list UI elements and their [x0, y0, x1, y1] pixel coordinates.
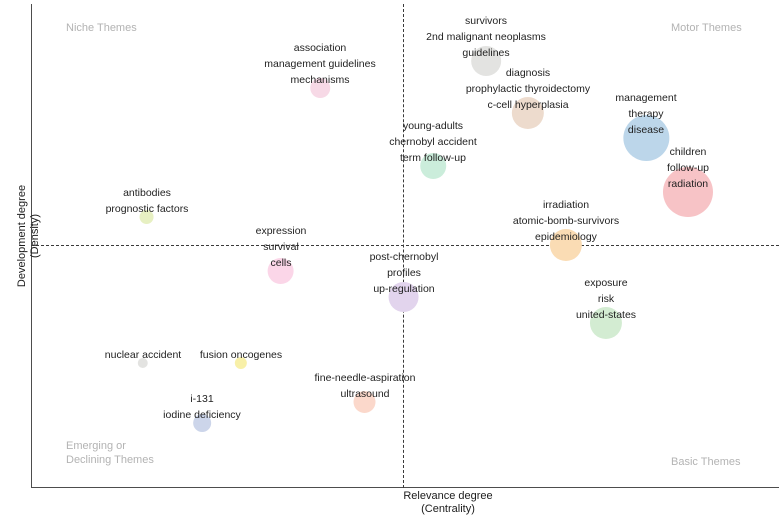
y-axis-title: Development degree (Density)	[16, 156, 42, 316]
cluster-word: profiles	[387, 267, 421, 279]
cluster-word: atomic-bomb-survivors	[512, 215, 620, 227]
cluster-word: nuclear accident	[104, 349, 182, 361]
x-axis-title-line2: (Centrality)	[421, 503, 475, 515]
cluster-labels-oncogenes: fusion oncogenes	[200, 347, 282, 363]
cluster-labels-children: children follow-up radiation	[667, 144, 709, 192]
cluster-word: united-states	[575, 309, 637, 321]
cluster-i-131[interactable]: i-131 iodine deficiency	[163, 393, 241, 439]
cluster-labels-i-131: i-131 iodine deficiency	[163, 391, 241, 423]
cluster-labels-fine-needle-aspiration: fine-needle-aspiration ultrasound	[315, 370, 416, 402]
cluster-word: association	[293, 42, 347, 54]
cluster-word: i-131	[190, 393, 214, 405]
y-axis-line	[31, 4, 32, 488]
cluster-labels-atomic-bomb-survivors: irradiation atomic-bomb-survivors epidemio…	[513, 197, 619, 245]
cluster-atomic-bomb-survivors[interactable]: irradiation atomic-bomb-survivors epidemio…	[513, 199, 619, 269]
cluster-labels-risk: exposure risk united-states	[576, 275, 636, 323]
cluster-labels-survival: expression survival cells	[256, 223, 307, 271]
cluster-nuclear-accident[interactable]: nuclear accident	[105, 349, 181, 371]
cluster-word: management	[615, 92, 677, 104]
y-axis-title-line2: (Density)	[29, 214, 41, 259]
cluster-word: guidelines	[462, 47, 510, 59]
x-axis-title: Relevance degree (Centrality)	[353, 490, 543, 516]
cluster-fine-needle-aspiration[interactable]: fine-needle-aspiration ultrasound	[315, 372, 415, 418]
y-axis-title-line1: Development degree	[16, 184, 28, 288]
cluster-word: diagnosis	[505, 67, 551, 79]
cluster-survivors[interactable]: survivors 2nd malignant neoplasms guidelin…	[426, 15, 546, 85]
cluster-labels-survivors: survivors 2nd malignant neoplasms guidelin…	[426, 13, 546, 61]
cluster-word: children	[669, 146, 707, 158]
cluster-word: radiation	[667, 178, 709, 190]
cluster-bubble-fine-needle-aspiration[interactable]	[353, 391, 376, 413]
cluster-association[interactable]: association management guidelines mechanis…	[264, 42, 376, 112]
cluster-word: up-regulation	[373, 283, 435, 295]
cluster-bubble-risk[interactable]	[590, 307, 622, 339]
cluster-word: exposure	[584, 277, 628, 289]
cluster-bubble-children[interactable]	[663, 167, 713, 217]
cluster-labels-management: management therapy disease	[615, 90, 676, 138]
cluster-bubble-association[interactable]	[310, 78, 330, 98]
cluster-word: management guidelines	[264, 58, 376, 70]
cluster-bubble-nuclear-accident[interactable]	[138, 358, 148, 368]
cluster-bubble-survival[interactable]	[268, 258, 294, 284]
cluster-word: survivors	[464, 15, 508, 27]
cluster-antibodies[interactable]: antibodies prognostic factors	[106, 187, 188, 233]
cluster-word: prognostic factors	[105, 203, 189, 215]
cluster-bubble-survivors[interactable]	[470, 46, 501, 76]
cluster-bubble-i-131[interactable]	[192, 414, 211, 432]
cluster-word: fusion oncogenes	[199, 349, 283, 361]
quadrant-label-emerging-declining-themes: Emerging or Declining Themes	[66, 440, 154, 466]
cluster-profiles[interactable]: post-chernobyl profiles up-regulation	[370, 251, 438, 321]
cluster-labels-chernobyl-accident: young-adults chernobyl accident term follo…	[389, 118, 477, 166]
cluster-bubble-management[interactable]	[622, 115, 669, 161]
cluster-word: mechanisms	[290, 74, 350, 86]
cluster-word: post-chernobyl	[369, 251, 439, 263]
cluster-survival[interactable]: expression survival cells	[256, 225, 306, 295]
cluster-word: c-cell hyperplasia	[487, 99, 569, 111]
cluster-word: ultrasound	[340, 388, 390, 400]
quadrant-label-niche-themes: Niche Themes	[66, 22, 137, 34]
cluster-word: prophylactic thyroidectomy	[465, 83, 591, 95]
quadrant-divider-vertical	[403, 4, 404, 488]
cluster-word: cells	[270, 257, 292, 269]
cluster-word: risk	[597, 293, 615, 305]
cluster-chernobyl-accident[interactable]: young-adults chernobyl accident term follo…	[389, 120, 477, 190]
cluster-labels-diagnosis: diagnosis prophylactic thyroidectomy c-cel…	[466, 65, 590, 113]
quadrant-label-basic-themes: Basic Themes	[671, 456, 741, 468]
cluster-word: irradiation	[542, 199, 590, 211]
cluster-oncogenes[interactable]: fusion oncogenes	[200, 349, 282, 371]
cluster-management[interactable]: management therapy disease	[615, 92, 677, 162]
quadrant-divider-horizontal	[31, 245, 779, 246]
cluster-word: epidemiology	[535, 231, 597, 243]
cluster-labels-association: association management guidelines mechanis…	[264, 40, 376, 88]
cluster-word: 2nd malignant neoplasms	[426, 31, 546, 43]
cluster-labels-nuclear-accident: nuclear accident	[105, 347, 181, 363]
cluster-word: young-adults	[402, 120, 464, 132]
cluster-diagnosis[interactable]: diagnosis prophylactic thyroidectomy c-cel…	[466, 67, 590, 137]
cluster-word: iodine deficiency	[163, 409, 241, 421]
quadrant-label-motor-themes: Motor Themes	[671, 22, 742, 34]
cluster-risk[interactable]: exposure risk united-states	[576, 277, 636, 347]
cluster-labels-antibodies: antibodies prognostic factors	[106, 185, 189, 217]
x-axis-title-line1: Relevance degree	[403, 490, 493, 502]
cluster-bubble-atomic-bomb-survivors[interactable]	[549, 229, 582, 261]
cluster-labels-profiles: post-chernobyl profiles up-regulation	[370, 249, 439, 297]
cluster-word: follow-up	[666, 162, 710, 174]
cluster-bubble-profiles[interactable]	[389, 282, 419, 312]
cluster-word: fine-needle-aspiration	[314, 372, 416, 384]
cluster-bubble-chernobyl-accident[interactable]	[420, 153, 446, 179]
cluster-word: term follow-up	[400, 152, 466, 164]
cluster-bubble-antibodies[interactable]	[140, 210, 154, 224]
cluster-bubble-oncogenes[interactable]	[234, 357, 247, 369]
cluster-word: antibodies	[123, 187, 171, 199]
cluster-word: disease	[627, 124, 665, 136]
cluster-bubble-diagnosis[interactable]	[512, 97, 544, 129]
cluster-word: chernobyl accident	[389, 136, 477, 148]
cluster-word: therapy	[628, 108, 664, 120]
cluster-word: survival	[263, 241, 299, 253]
cluster-word: expression	[255, 225, 307, 237]
cluster-children[interactable]: children follow-up radiation	[663, 146, 713, 217]
x-axis-line	[31, 487, 779, 488]
